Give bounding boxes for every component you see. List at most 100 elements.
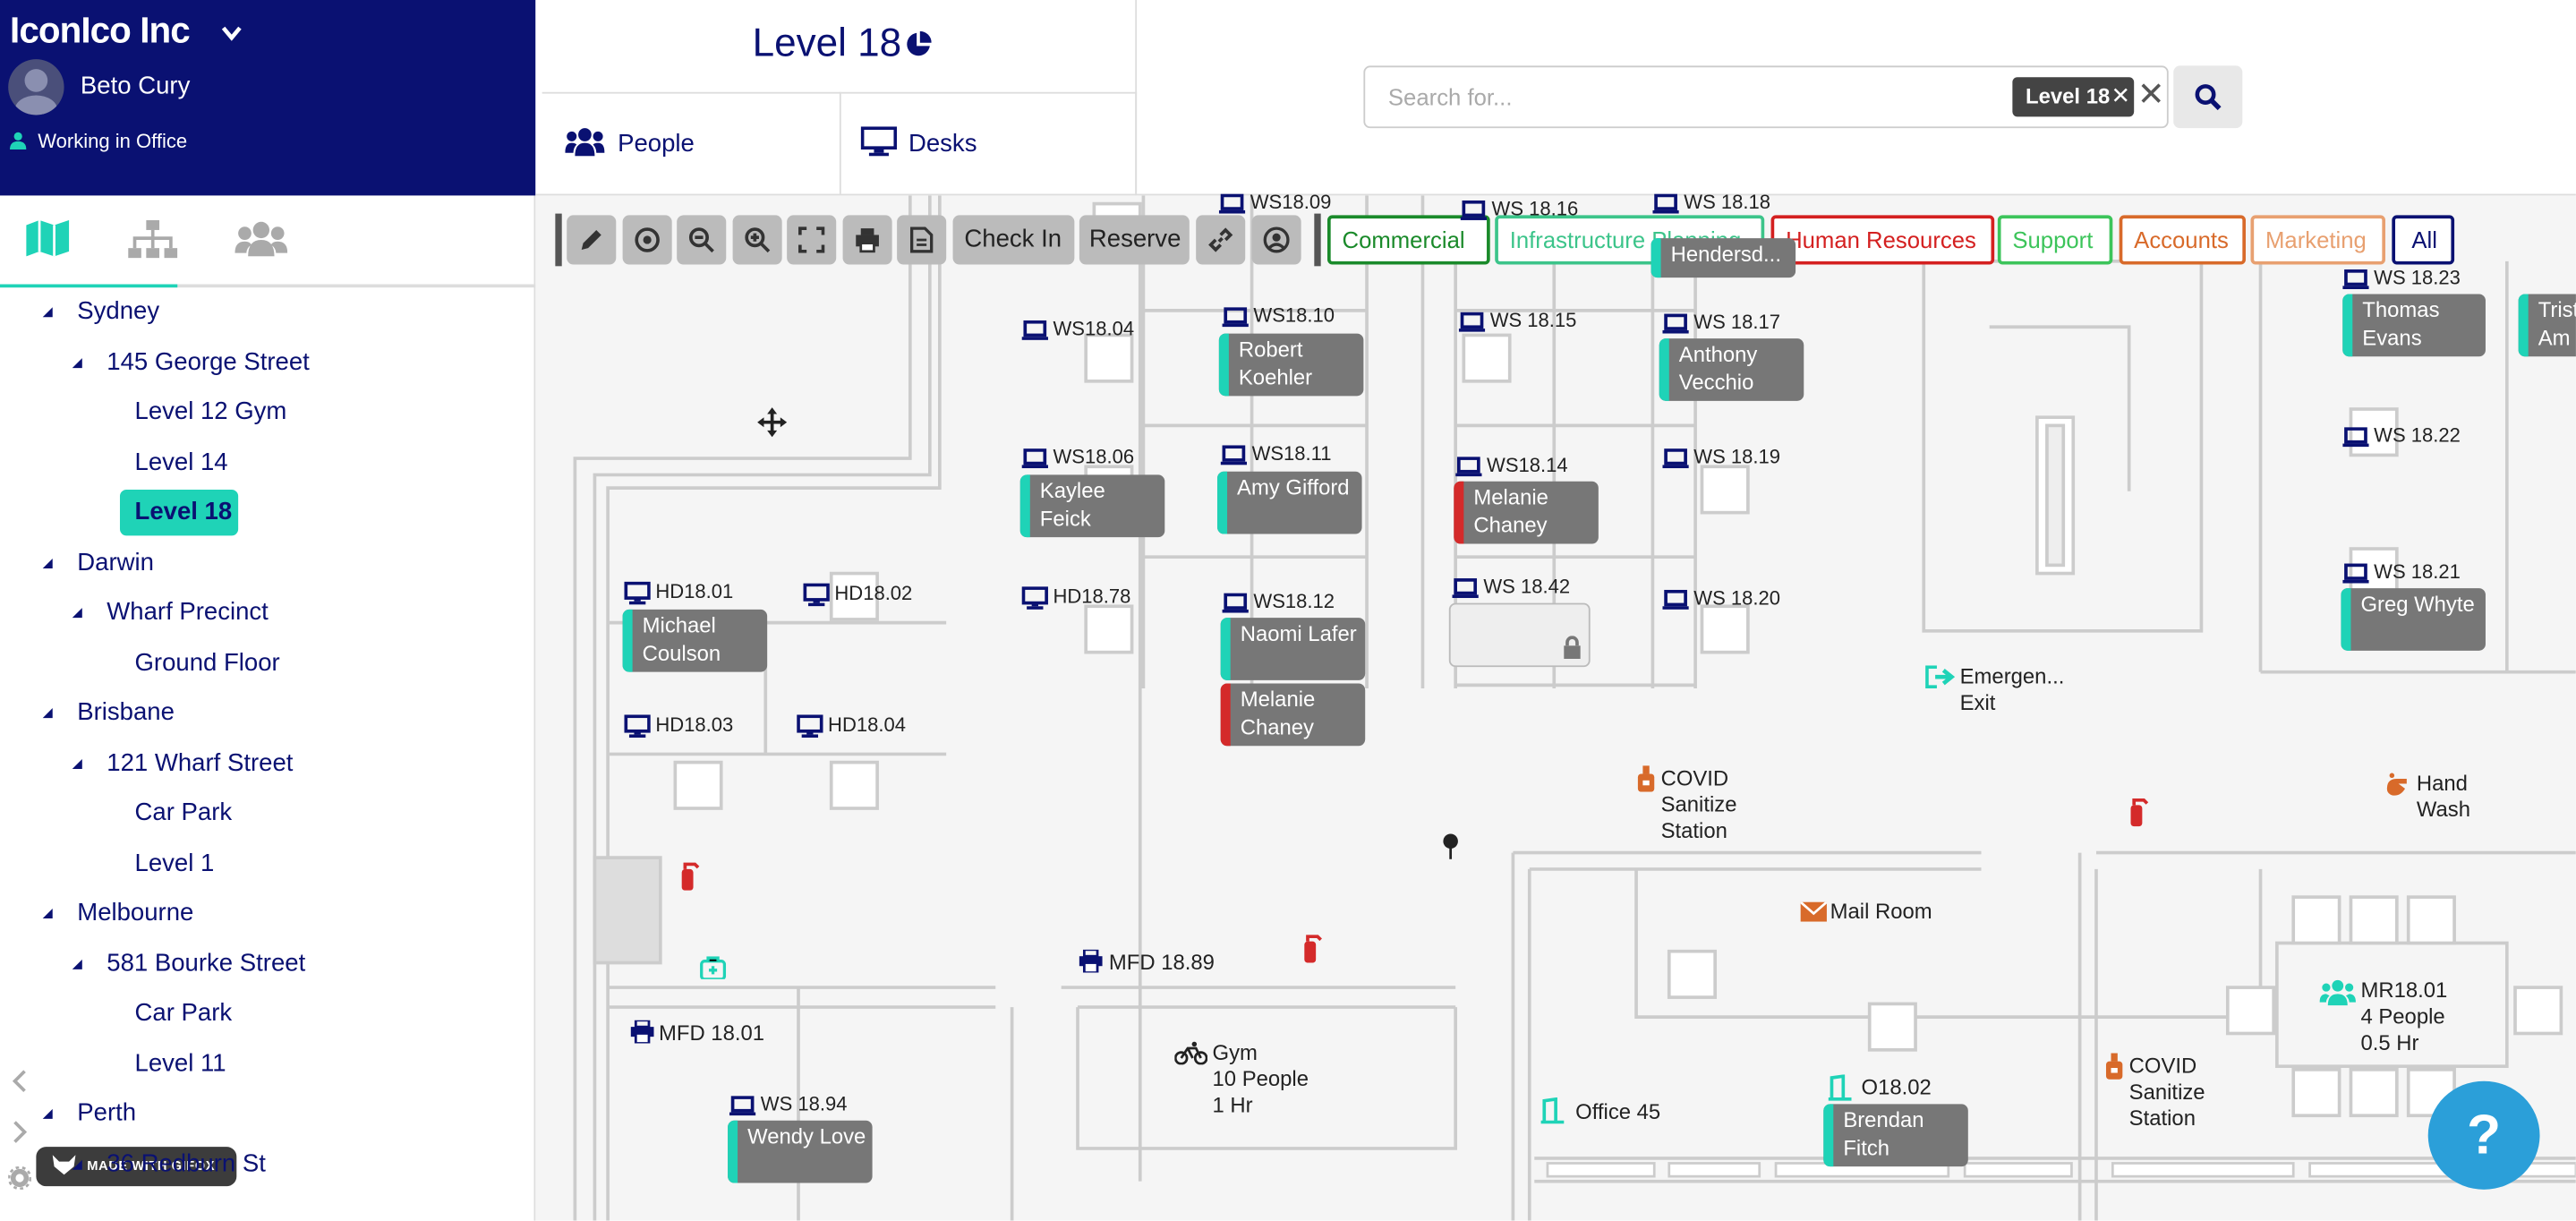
clear-search-icon[interactable]: ✕	[2137, 77, 2165, 114]
tab-desks[interactable]: Desks	[840, 91, 1138, 194]
desk-label[interactable]: WS 18.16	[1491, 197, 1579, 220]
expand-triangle-icon[interactable]	[72, 958, 82, 969]
expand-triangle-icon[interactable]	[72, 758, 82, 769]
person-card[interactable]: Greg Whyte	[2341, 588, 2486, 651]
pie-chart-icon[interactable]	[905, 30, 932, 66]
tree-item[interactable]: Level 11	[134, 1048, 226, 1078]
expand-triangle-icon[interactable]	[42, 307, 53, 318]
floor-map[interactable]	[535, 195, 2576, 1221]
desk-label[interactable]: HD18.78	[1053, 585, 1131, 609]
chip-close-icon[interactable]: ✕	[2111, 81, 2131, 109]
edit-button[interactable]	[567, 215, 617, 265]
desk-label[interactable]: WS18.04	[1053, 317, 1135, 340]
tree-item[interactable]: Level 18	[134, 498, 233, 526]
reserved-desk[interactable]	[1448, 602, 1591, 668]
person-card[interactable]: Amy Gifford	[1217, 471, 1362, 534]
person-card[interactable]: Robert Koehler	[1218, 333, 1364, 397]
zoom-out-button[interactable]	[677, 215, 727, 265]
org-chart-icon[interactable]	[128, 219, 178, 260]
print-button[interactable]	[842, 215, 892, 265]
desk-label[interactable]: WS 18.22	[2374, 423, 2461, 448]
chevron-left-icon[interactable]	[12, 1070, 28, 1097]
person-card[interactable]: Wendy Love	[728, 1120, 873, 1183]
work-status[interactable]: Working in Office	[38, 129, 188, 153]
desk-label[interactable]: WS18.14	[1487, 453, 1568, 477]
help-button[interactable]: ?	[2427, 1080, 2540, 1190]
desk-label[interactable]: HD18.01	[655, 579, 734, 603]
person-card[interactable]: Melanie Chaney	[1454, 481, 1599, 544]
person-card[interactable]: Hendersd...	[1651, 238, 1796, 278]
team-icon[interactable]	[235, 220, 288, 260]
gear-icon[interactable]	[7, 1166, 32, 1198]
tree-item[interactable]: Level 1	[134, 848, 215, 877]
chevron-down-icon[interactable]	[221, 20, 242, 46]
map-icon[interactable]	[25, 219, 74, 260]
filter-button[interactable]: Support	[1997, 215, 2113, 265]
search-field[interactable]: Search for... Level 18 ✕ ✕	[1363, 65, 2169, 129]
tree-item[interactable]: Car Park	[134, 998, 233, 1028]
tree-item[interactable]: 581 Bourke Street	[107, 948, 306, 978]
filter-button[interactable]: Marketing	[2250, 215, 2386, 265]
filter-button[interactable]: Commercial	[1327, 215, 1490, 265]
tree-item[interactable]: Level 14	[134, 448, 228, 476]
desk-label[interactable]: HD18.02	[834, 581, 913, 605]
tree-item[interactable]: Car Park	[134, 798, 233, 827]
filter-button[interactable]: Accounts	[2119, 215, 2246, 265]
desk-label[interactable]: WS 18.20	[1693, 586, 1781, 610]
person-card[interactable]: Naomi Lafer	[1220, 618, 1366, 680]
person-card[interactable]: Kaylee Feick	[1019, 474, 1165, 538]
desk-label[interactable]: WS 18.17	[1693, 310, 1781, 334]
person-card[interactable]: Michael Coulson	[622, 609, 768, 672]
zoom-in-button[interactable]	[732, 215, 782, 265]
profile-button[interactable]	[1251, 215, 1301, 265]
locate-button[interactable]	[622, 215, 672, 265]
tree-item[interactable]: 121 Wharf Street	[107, 748, 294, 777]
chevron-right-icon[interactable]	[12, 1121, 28, 1152]
expand-triangle-icon[interactable]	[42, 1108, 53, 1119]
filter-button[interactable]: All	[2392, 215, 2455, 265]
expand-triangle-icon[interactable]	[42, 908, 53, 918]
desk-label[interactable]: WS18.06	[1053, 445, 1135, 469]
desk-label[interactable]: HD18.03	[655, 713, 734, 737]
desk-label[interactable]: WS 18.19	[1693, 445, 1781, 469]
desk-label[interactable]: WS 18.18	[1684, 190, 1771, 214]
desk-label[interactable]: WS 18.21	[2374, 559, 2461, 584]
desk-label[interactable]: WS18.09	[1250, 190, 1332, 214]
avatar[interactable]	[8, 59, 64, 115]
link-button[interactable]	[1196, 215, 1246, 265]
tree-item[interactable]: Level 12 Gym	[134, 397, 287, 426]
tree-item[interactable]: Sydney	[77, 297, 160, 326]
tree-item[interactable]: Perth	[77, 1098, 137, 1128]
tree-item[interactable]: Wharf Precinct	[107, 598, 269, 627]
filter-button[interactable]: Human Resources	[1770, 215, 1995, 265]
person-card[interactable]: Anthony Vecchio	[1659, 338, 1804, 401]
fit-screen-button[interactable]	[787, 215, 837, 265]
office-label[interactable]: Office 45	[1575, 1098, 1661, 1124]
expand-triangle-icon[interactable]	[42, 708, 53, 719]
tree-item[interactable]: Ground Floor	[134, 648, 280, 677]
tree-item[interactable]: 36 Redburn St	[107, 1148, 266, 1178]
expand-triangle-icon[interactable]	[72, 608, 82, 619]
desk-label[interactable]: WS18.11	[1251, 441, 1332, 465]
tree-item[interactable]: 145 George Street	[107, 347, 310, 376]
person-card[interactable]: Thomas Evans	[2342, 294, 2486, 357]
tree-item[interactable]: Darwin	[77, 548, 154, 576]
expand-triangle-icon[interactable]	[72, 357, 82, 368]
desk-label[interactable]: WS18.10	[1253, 303, 1335, 328]
tab-people[interactable]: People	[542, 91, 841, 194]
search-button[interactable]	[2173, 65, 2243, 129]
tree-item[interactable]: Melbourne	[77, 898, 194, 927]
mfd-label[interactable]: MFD 18.01	[658, 1020, 765, 1046]
mail-room-label[interactable]: Mail Room	[1830, 898, 1932, 924]
person-card[interactable]: Trist Am	[2518, 294, 2576, 357]
report-button[interactable]	[897, 215, 947, 265]
office-label[interactable]: O18.02	[1861, 1074, 1932, 1099]
desk-label[interactable]: HD18.04	[828, 713, 906, 737]
desk-label[interactable]: WS 18.42	[1483, 575, 1571, 599]
check-in-button[interactable]: Check In	[952, 215, 1075, 265]
org-name[interactable]: IconIco Inc	[10, 10, 191, 51]
reserve-button[interactable]: Reserve	[1079, 215, 1190, 265]
